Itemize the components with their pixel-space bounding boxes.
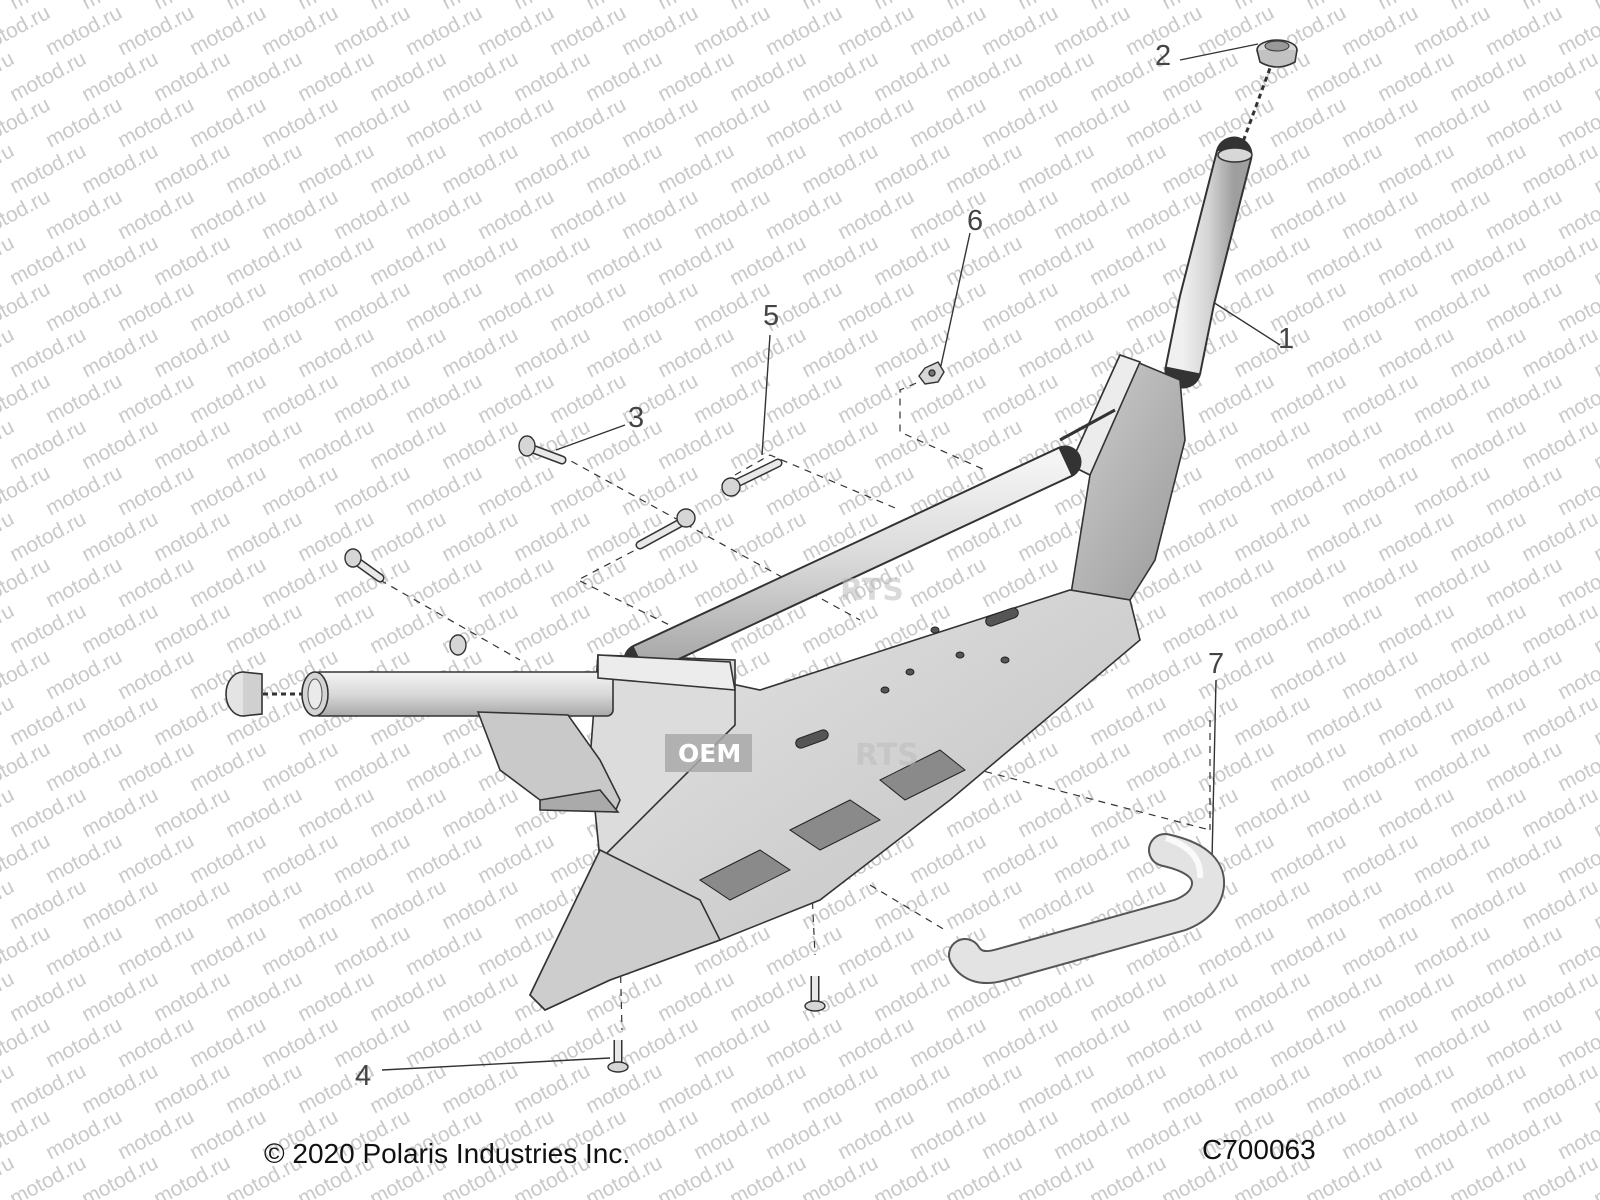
bolt-middle xyxy=(635,508,696,550)
callout-4: 4 xyxy=(355,1060,371,1092)
bolt-5 xyxy=(721,458,783,497)
end-cap-top xyxy=(1256,39,1298,68)
bolt-left xyxy=(344,548,385,583)
oem-badge xyxy=(665,734,752,772)
plate-slots xyxy=(699,607,1019,901)
upper-cross-tube xyxy=(623,408,1116,677)
callout-leaders xyxy=(381,43,1281,1071)
callout-5: 5 xyxy=(763,300,779,332)
bolt-bottom-center xyxy=(804,976,826,1012)
end-cap-left xyxy=(225,671,263,717)
drawing-id: C700063 xyxy=(1202,1134,1316,1165)
callout-1: 1 xyxy=(1278,323,1294,355)
front-left-tube xyxy=(301,671,614,717)
frame-main-plate xyxy=(529,353,1186,1011)
callout-labels: 1 2 3 4 5 6 7 xyxy=(355,40,1294,1092)
callout-7: 7 xyxy=(1208,648,1224,680)
bolt-3 xyxy=(518,435,567,465)
callout-6: 6 xyxy=(967,205,983,237)
oem-badge-text: OEM xyxy=(678,739,741,768)
front-bracket xyxy=(476,654,736,813)
nut-left xyxy=(449,634,467,656)
copyright-notice: © 2020 Polaris Industries Inc. xyxy=(264,1138,631,1169)
callout-3: 3 xyxy=(628,402,644,434)
lower-bumper-tube xyxy=(948,833,1225,984)
oem-watermark: OEM RTS RTS xyxy=(665,573,919,773)
bolt-4-bottom xyxy=(607,1040,629,1073)
brand-ghost-2: RTS xyxy=(855,738,919,773)
brand-ghost-1: RTS xyxy=(840,573,904,608)
callout-2: 2 xyxy=(1155,40,1171,72)
nut-6 xyxy=(918,361,945,385)
rear-upright-tube xyxy=(1164,136,1253,389)
